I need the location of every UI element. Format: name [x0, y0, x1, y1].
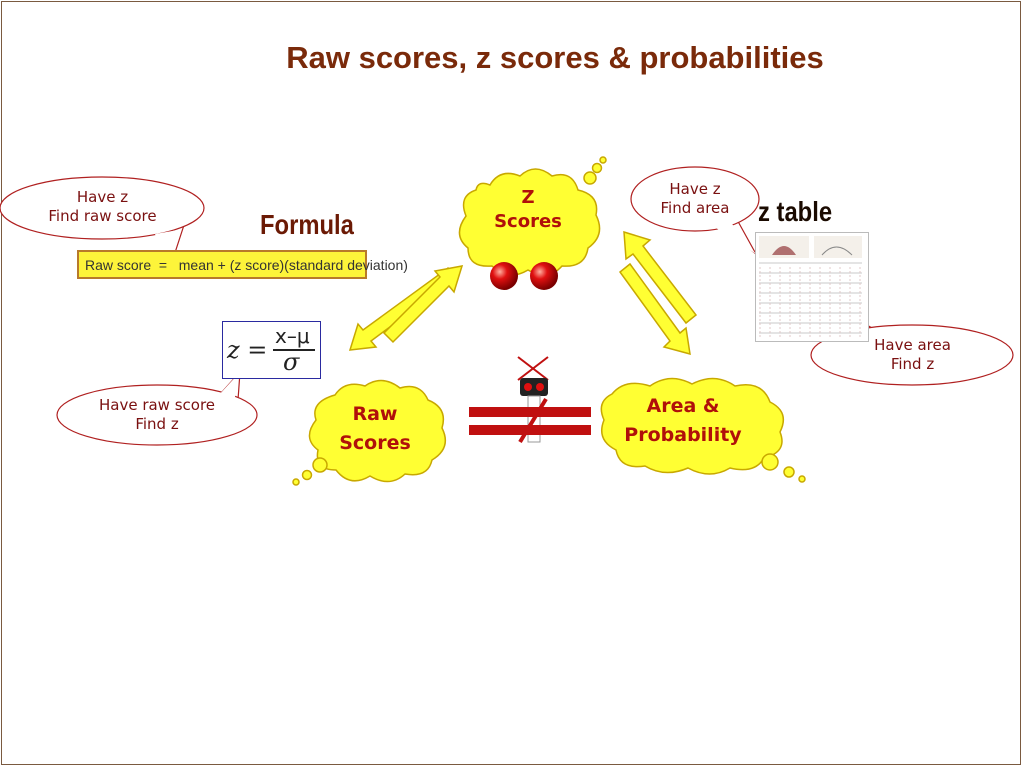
callout-line: Have z	[669, 180, 721, 198]
callout-have-z-find-area-text: Have z Find area	[636, 180, 754, 218]
z-table-thumbnail	[755, 232, 869, 342]
raw-scores-label-line1: Raw	[352, 403, 398, 425]
z-table-heading: z table	[758, 196, 833, 227]
callout-line: Find z	[890, 355, 935, 373]
red-ball-right-icon	[530, 262, 558, 290]
z-scores-label-line1: Z	[521, 187, 535, 208]
z-scores-cloud	[458, 156, 607, 276]
slide-title: Raw scores, z scores & probabilities	[286, 40, 824, 75]
z-formula-fraction-bar	[273, 349, 315, 351]
arrow-area-to-z	[618, 262, 691, 356]
arrow-z-to-raw	[382, 265, 464, 344]
raw-score-formula-box: Raw score = mean + (z score)(standard de…	[77, 250, 408, 279]
not-equal-bars	[469, 397, 591, 444]
callout-have-raw-find-z	[56, 370, 258, 446]
z-formula-denominator: σ	[283, 348, 300, 376]
area-probability-label-line2: Probability	[624, 424, 742, 446]
callout-line: Have area	[874, 336, 951, 354]
callout-have-area-find-z-text: Have area Find z	[830, 336, 995, 374]
area-probability-label-line1: Area &	[646, 395, 720, 417]
z-scores-label-line2: Scores	[494, 211, 562, 232]
z-formula-box: z = x–μ σ	[222, 321, 321, 379]
raw-scores-cloud	[292, 379, 447, 486]
callout-line: Have z	[76, 188, 129, 206]
area-probability-label: Area & Probability	[612, 392, 754, 450]
z-table-image	[759, 236, 862, 337]
callout-have-z-find-area	[630, 166, 760, 255]
callout-have-raw-find-z-text: Have raw score Find z	[63, 396, 251, 434]
area-probability-cloud	[600, 377, 806, 483]
callout-line: Have raw score	[98, 396, 216, 414]
callout-line: Find z	[135, 415, 179, 433]
arrow-z-to-area	[623, 230, 698, 325]
formula-heading: Formula	[260, 209, 354, 240]
callout-line: Find area	[660, 199, 730, 217]
red-ball-left-icon	[490, 262, 518, 290]
callout-have-z-find-raw-text: Have z Find raw score	[10, 188, 195, 226]
callout-have-z-find-raw	[0, 176, 205, 271]
z-formula-numerator: x–μ	[275, 324, 310, 348]
callout-line: Find raw score	[48, 207, 157, 225]
raw-scores-label: Raw Scores	[325, 400, 425, 458]
raw-scores-label-line2: Scores	[339, 432, 411, 454]
z-formula-lhs: z =	[227, 336, 268, 364]
z-scores-label: Z Scores	[478, 186, 578, 234]
